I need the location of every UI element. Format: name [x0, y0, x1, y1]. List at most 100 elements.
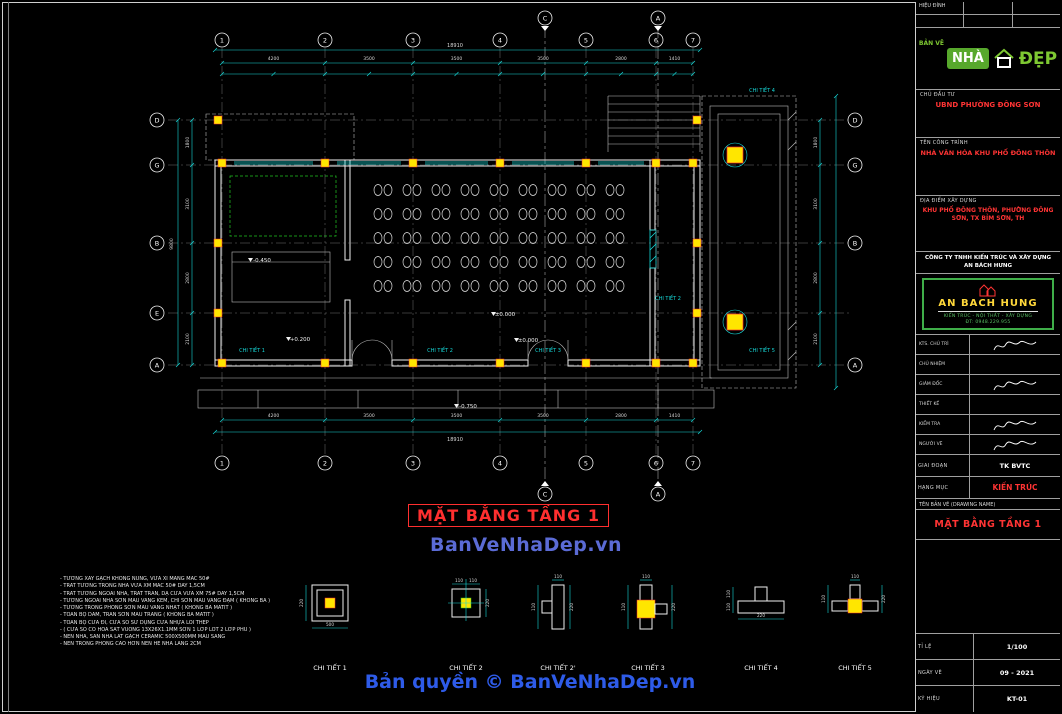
- dim-label: 1410: [669, 56, 681, 62]
- column: [581, 358, 591, 368]
- seat: [499, 232, 509, 244]
- detail-label: CHI TIẾT 1: [313, 662, 347, 672]
- detail-callout: CHI TIẾT 2: [427, 346, 453, 354]
- seat: [412, 208, 422, 220]
- seat: [615, 208, 625, 220]
- porch-column: [726, 313, 744, 331]
- dim-label: 110: [554, 574, 562, 579]
- dim-label: 3500: [363, 56, 375, 62]
- seat: [431, 232, 441, 244]
- level-mark: ±0.000: [495, 312, 516, 318]
- seat: [402, 280, 412, 292]
- dim-label: 4200: [268, 56, 280, 62]
- seat: [518, 208, 528, 220]
- seat: [489, 232, 499, 244]
- logo-text-banve: BẢN VẼ: [918, 40, 944, 47]
- column: [320, 358, 330, 368]
- copyright-link[interactable]: Bản quyền © BanVeNhaDep.vn: [364, 671, 696, 693]
- dim-label: 220: [881, 595, 886, 603]
- axis-bubble: [650, 10, 666, 26]
- dim-label: 110: [642, 574, 650, 579]
- seat: [605, 280, 615, 292]
- date-label: NGÀY VẼ: [916, 660, 974, 685]
- note-line: - TRÁT TƯỜNG TRONG NHÀ VỮA XM MÁC 50# DÀ…: [60, 583, 205, 590]
- seat: [518, 232, 528, 244]
- logo-text-dep: ĐẸP: [1018, 48, 1058, 69]
- scale-value: 1/100: [1006, 642, 1028, 651]
- seat: [499, 256, 509, 268]
- detail-callout: CHI TIẾT 4: [749, 86, 775, 94]
- banvenhadep-logo: BẢN VẼ NHÀ ĐẸP: [916, 28, 1060, 90]
- dim-label: 2800: [615, 413, 627, 419]
- axis-label: D: [154, 116, 159, 124]
- axis-bubble: [685, 32, 701, 48]
- seat: [499, 280, 509, 292]
- dim-label: 2800: [615, 56, 627, 62]
- seat: [383, 232, 393, 244]
- axis-bubble: [578, 32, 594, 48]
- seat: [489, 208, 499, 220]
- seat: [586, 208, 596, 220]
- seat: [528, 256, 538, 268]
- seat: [373, 208, 383, 220]
- note-line: - ( CỬA SỔ CÓ HOA SẮT VUÔNG 13X26X1.1MM …: [60, 626, 251, 633]
- seat: [373, 184, 383, 196]
- column: [651, 358, 661, 368]
- seat: [441, 232, 451, 244]
- seat: [431, 280, 441, 292]
- seating-rows: [373, 184, 625, 292]
- signature-area: [970, 417, 1060, 433]
- detail-callout-circle: [722, 309, 748, 335]
- signature-row-label: KIỂM TRA: [916, 415, 970, 435]
- signature-area: [970, 437, 1060, 453]
- seat: [470, 256, 480, 268]
- seat: [402, 184, 412, 196]
- dim-label: 220: [569, 603, 574, 611]
- seat: [586, 280, 596, 292]
- level-mark: +0.200: [290, 337, 311, 343]
- dim-label: 1410: [669, 413, 681, 419]
- detail-1: 220 500 CHI TIẾT 1: [299, 584, 349, 672]
- column: [651, 158, 661, 168]
- watermark: BanVeNhaDep.vn: [430, 534, 623, 556]
- dim-label: 3500: [451, 56, 463, 62]
- seat: [412, 280, 422, 292]
- axis-label: A: [155, 361, 160, 369]
- axis-label: B: [155, 239, 159, 247]
- section-flag: [654, 26, 662, 31]
- axis-bubble: [149, 157, 165, 173]
- code-row: KÝ HIỆU KT-01: [916, 686, 1060, 712]
- seat: [460, 184, 470, 196]
- axis-label: 5: [584, 459, 588, 467]
- detail-label: CHI TIẾT 2': [540, 662, 576, 672]
- seat: [557, 184, 567, 196]
- axis-bubble: [149, 235, 165, 251]
- seat: [586, 232, 596, 244]
- columns: [213, 115, 748, 368]
- company-logo: AN BACH HUNG KIẾN TRÚC - NỘI THẤT - XÂY …: [916, 274, 1060, 336]
- axis-bubble: [648, 32, 664, 48]
- level-mark: -0.450: [253, 258, 271, 264]
- level-triangle: [491, 312, 496, 316]
- detail-sections: 220 500 CHI TIẾT 1 110 110 220 CHI TIẾT …: [299, 574, 886, 672]
- dim-label: 110: [469, 578, 477, 583]
- column: [408, 358, 418, 368]
- spacer: [916, 540, 1060, 634]
- axis-label: A: [656, 490, 661, 498]
- stage-row: GIAI ĐOẠN TK BVTC: [916, 455, 1060, 478]
- column: [320, 158, 330, 168]
- note-line: - TOÀN BỘ DẦM, TRẦN SƠN MÀU TRẮNG ( KHÔN…: [60, 612, 214, 619]
- dim-label: 220: [485, 599, 490, 607]
- seat: [402, 256, 412, 268]
- seat: [460, 280, 470, 292]
- dim-label: 110: [821, 595, 826, 603]
- detail-label: CHI TIẾT 4: [744, 662, 778, 672]
- seat: [547, 256, 557, 268]
- dim-label: 110: [726, 590, 731, 598]
- axis-bubble: [405, 32, 421, 48]
- signature-row: NGƯỜI VẼ: [916, 435, 1060, 456]
- seat: [499, 184, 509, 196]
- axis-label: 7: [691, 36, 695, 44]
